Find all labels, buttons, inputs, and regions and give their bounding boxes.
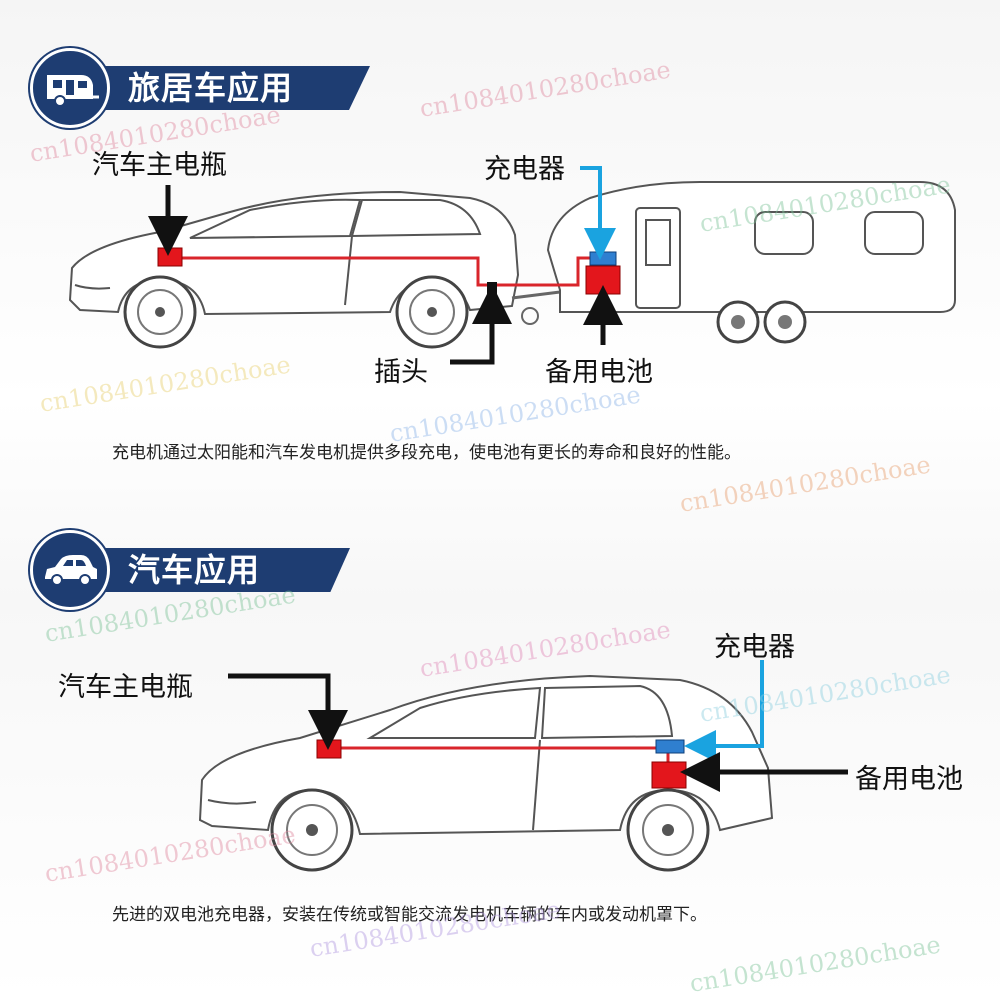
camper-wheels: [716, 300, 807, 344]
car-illustration: [198, 660, 848, 872]
car-icon: [45, 555, 97, 586]
car-charger: [655, 739, 685, 754]
charger-arrow: [580, 166, 616, 260]
jockey-wheel: [521, 307, 539, 325]
banner-circle: [30, 48, 110, 128]
car-rear-wheel: [626, 788, 710, 872]
rv-backup-battery: [585, 265, 621, 295]
car-main-battery-label: 汽车主电瓶: [58, 672, 193, 703]
car-backup-battery-label: 备用电池: [855, 764, 963, 795]
car-backup-battery: [651, 761, 687, 789]
rv-application-section: 旅居车应用: [30, 48, 956, 463]
rv-red-wire: [180, 256, 600, 287]
rv-main-battery-label: 汽车主电瓶: [92, 150, 227, 181]
car-front-wheel: [270, 788, 354, 872]
camper-trailer-outline: [546, 181, 956, 313]
banner-bar: [70, 66, 370, 110]
car-main-battery: [316, 739, 342, 759]
rv-illustration: [68, 166, 956, 365]
car-section-banner: 汽车应用: [30, 530, 360, 610]
rv-section-title: 旅居车应用: [128, 69, 294, 107]
car-charger-arrow: [684, 660, 764, 762]
rv-car-front-wheel: [123, 275, 197, 349]
plug-connector: [487, 282, 497, 294]
camper-trailer-icon: [47, 75, 99, 107]
rv-caption: 充电机通过太阳能和汽车发电机提供多段充电，使电池有更长的寿命和良好的性能。: [112, 443, 741, 463]
rv-main-battery: [157, 247, 183, 267]
rv-car-rear-wheel: [395, 275, 469, 349]
rv-charger-label: 充电器: [484, 154, 565, 185]
car-section-title: 汽车应用: [128, 551, 261, 589]
car-charger-label: 充电器: [714, 632, 795, 663]
rv-section-banner: 旅居车应用: [30, 48, 370, 128]
tow-hitch: [511, 290, 561, 300]
banner-bar: [70, 548, 350, 592]
plug-arrow: [450, 284, 512, 365]
plug-label: 插头: [374, 357, 428, 388]
rv-charger: [589, 251, 617, 266]
car-main-battery-arrow: [228, 673, 348, 750]
car-application-section: 汽车应用: [0, 500, 1000, 1000]
banner-circle: [30, 530, 110, 610]
car-caption: 先进的双电池充电器，安装在传统或智能交流发电机车辆的车内或发动机罩下。: [112, 905, 707, 925]
rv-backup-battery-label: 备用电池: [545, 357, 653, 388]
